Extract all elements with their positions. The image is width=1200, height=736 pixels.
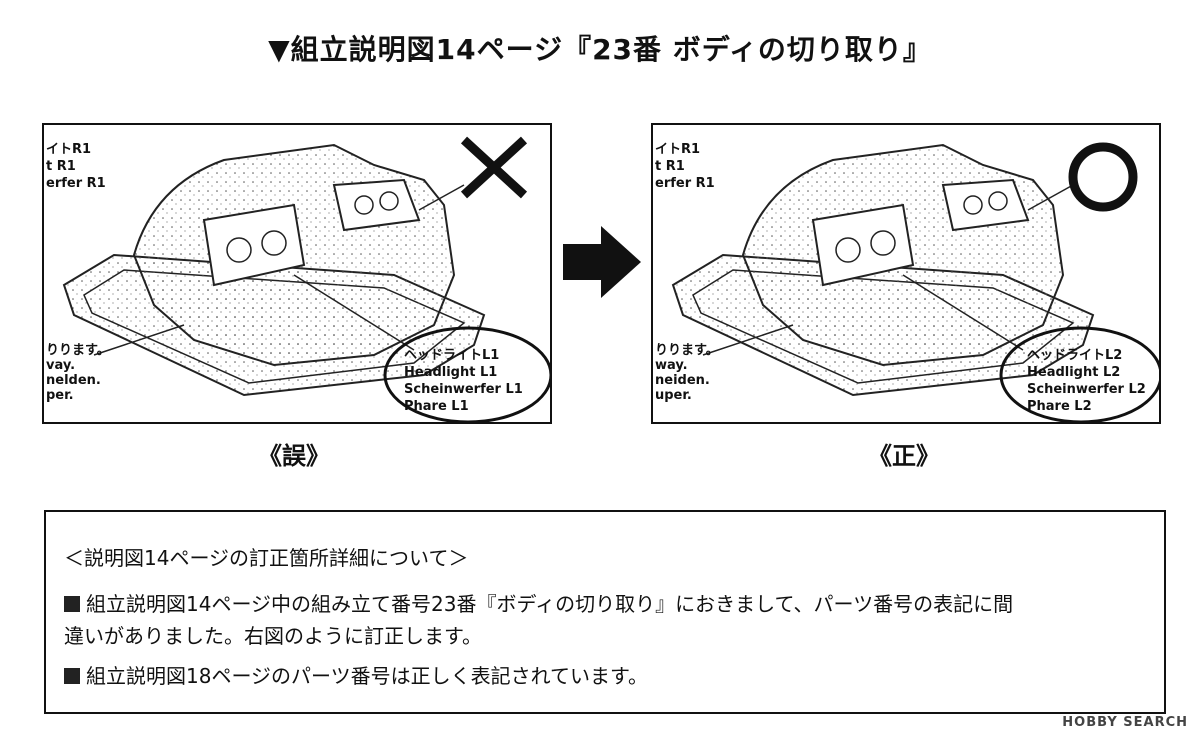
headlight-part-illustration [62, 136, 550, 422]
headlight-part-illustration [671, 142, 1159, 422]
square-bullet-icon [64, 668, 80, 684]
part-callout-l2: ヘッドライトL2 Headlight L2 Scheinwerfer L2 Ph… [1027, 348, 1146, 414]
note-item: 組立説明図18ページのパーツ番号は正しく表記されています。 [64, 660, 648, 689]
notes-heading: ＜説明図14ページの訂正箇所詳細について＞ [64, 546, 469, 570]
correct-circle-mark [1068, 142, 1138, 212]
wrong-diagram-panel: イトR1 t R1 erfer R1 りります。 vay. nelden. pe… [42, 123, 552, 424]
wrong-label: 《誤》 [258, 442, 330, 470]
top-cut-text: イトR1 t R1 erfer R1 [46, 142, 106, 191]
bottom-cut-text: りります。 vay. nelden. per. [46, 343, 110, 403]
correct-label: 《正》 [868, 442, 940, 470]
watermark: HOBBY SEARCH [1062, 715, 1188, 730]
square-bullet-icon [64, 596, 80, 612]
page-title: ▼組立説明図14ページ『23番 ボディの切り取り』 [268, 33, 932, 66]
callout-ellipse [999, 326, 1159, 422]
correction-notes-box: ＜説明図14ページの訂正箇所詳細について＞ 組立説明図14ページ中の組み立て番号… [44, 510, 1166, 714]
bottom-cut-text: りります。 way. neiden. uper. [655, 343, 719, 403]
callout-ellipse [383, 326, 550, 422]
arrow-right-icon [563, 226, 641, 298]
part-callout-l1: ヘッドライトL1 Headlight L1 Scheinwerfer L1 Ph… [404, 348, 523, 414]
top-cut-text: イトR1 t R1 erfer R1 [655, 142, 715, 191]
note-item: 組立説明図14ページ中の組み立て番号23番『ボディの切り取り』におきまして、パー… [64, 588, 1013, 617]
correct-diagram-panel: イトR1 t R1 erfer R1 りります。 way. neiden. up… [651, 123, 1161, 424]
note-continuation: 違いがありました。右図のように訂正します。 [64, 624, 482, 648]
wrong-x-mark [460, 136, 528, 199]
